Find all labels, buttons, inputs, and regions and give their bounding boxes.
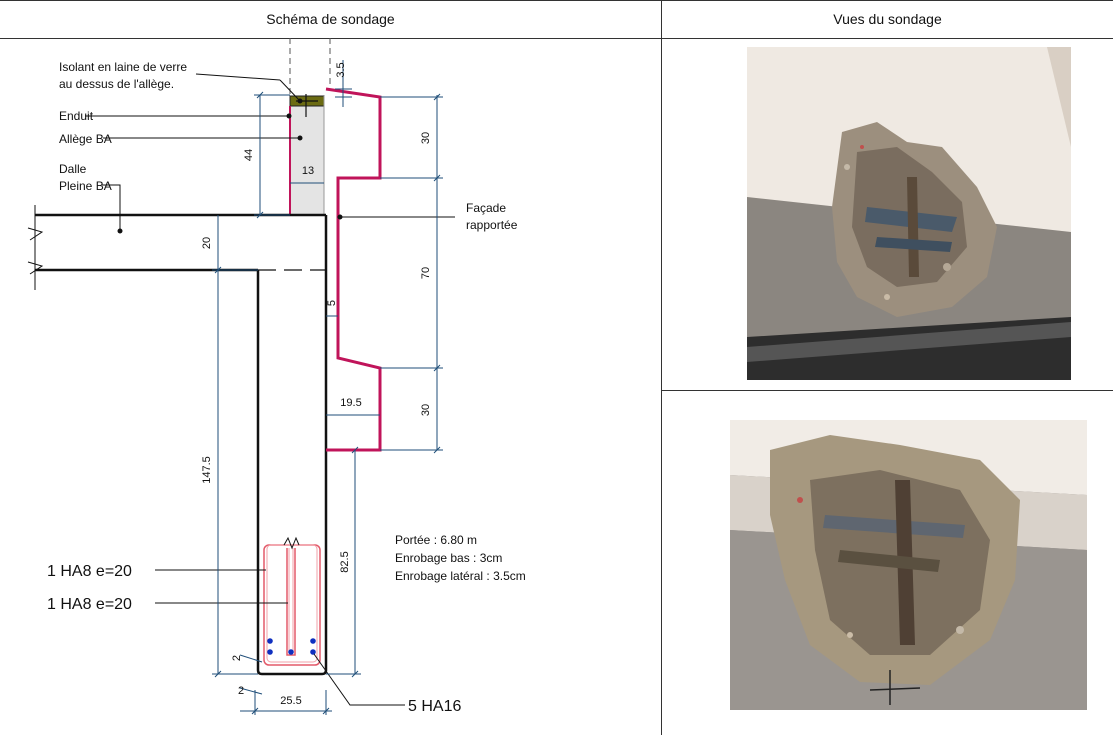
dim-147-5: 147.5: [201, 456, 213, 484]
dim-30-bottom: 30: [420, 404, 432, 416]
sondage-diagram: 3.5 44 13 30 20 70 5 19.5 30 147.5 82.5 …: [27, 38, 526, 715]
ha16-bar: [267, 638, 273, 644]
right-column-title: Vues du sondage: [833, 11, 942, 27]
dim-70: 70: [420, 267, 432, 279]
stirrup-inner-2: [288, 548, 294, 653]
label-enduit: Enduit: [59, 109, 94, 123]
stirrup-outer: [263, 544, 321, 666]
label-facade-line1: Façade: [466, 201, 506, 215]
dim-82-5: 82.5: [339, 551, 351, 572]
dim-20: 20: [201, 237, 213, 249]
left-column-header: Schéma de sondage: [0, 0, 661, 38]
slab-break-symbol: [27, 227, 44, 275]
leader-isolant-2: [279, 79, 301, 102]
table-column-divider: [661, 0, 662, 735]
label-dalle-line1: Dalle: [59, 162, 87, 176]
label-ha8-a: 1 HA8 e=20: [47, 563, 132, 580]
label-facade-line2: rapportée: [466, 218, 518, 232]
left-column-title: Schéma de sondage: [266, 11, 395, 27]
allege-fill: [290, 106, 324, 215]
ha16-bar: [288, 649, 294, 655]
beam-outline: [256, 215, 328, 676]
dim-5: 5: [326, 300, 338, 306]
note-portee: Portée : 6.80 m: [395, 533, 477, 547]
label-dalle-line2: Pleine BA: [59, 179, 112, 193]
leader-isolant: [195, 73, 281, 81]
photo-2-image: [730, 420, 1087, 710]
dim-2-b: 2: [238, 685, 244, 697]
label-ha8-b: 1 HA8 e=20: [47, 596, 132, 613]
ha16-bar: [310, 649, 316, 655]
leader-dot: [297, 135, 303, 141]
photo-row-divider: [661, 390, 1113, 391]
dim-2-a: 2: [231, 655, 243, 661]
label-isolant-line2: au dessus de l'allège.: [59, 77, 174, 91]
table-header-divider: [0, 38, 1113, 39]
dim-44: 44: [243, 149, 255, 161]
sondage-photo-1: [747, 47, 1071, 380]
dim-30-top: 30: [420, 132, 432, 144]
note-enrobage-bas: Enrobage bas : 3cm: [395, 551, 502, 565]
dim-3-5: 3.5: [335, 62, 347, 77]
note-enrobage-lateral: Enrobage latéral : 3.5cm: [395, 569, 526, 583]
leader-dalle: [102, 184, 121, 230]
sondage-photo-2: [730, 420, 1087, 710]
ha16-bar: [310, 638, 316, 644]
dim-13: 13: [302, 165, 314, 177]
rebar-break-mark: [283, 536, 300, 550]
stirrup-inner: [286, 548, 296, 656]
leader-ha16: [313, 653, 405, 706]
label-allege: Allège BA: [59, 132, 112, 146]
dim-25-5: 25.5: [280, 695, 301, 707]
leader-dot: [337, 214, 343, 220]
label-ha16: 5 HA16: [408, 698, 461, 715]
leader-dot: [297, 98, 303, 104]
leader-dot: [117, 228, 123, 234]
dim-19-5: 19.5: [340, 397, 361, 409]
label-isolant-line1: Isolant en laine de verre: [59, 60, 187, 74]
table-top-border: [0, 0, 1113, 1]
right-column-header: Vues du sondage: [662, 0, 1113, 38]
leader-dot: [286, 113, 292, 119]
facade-profile: [325, 87, 382, 452]
ha16-bar: [267, 649, 273, 655]
photo-1-image: [747, 47, 1071, 380]
